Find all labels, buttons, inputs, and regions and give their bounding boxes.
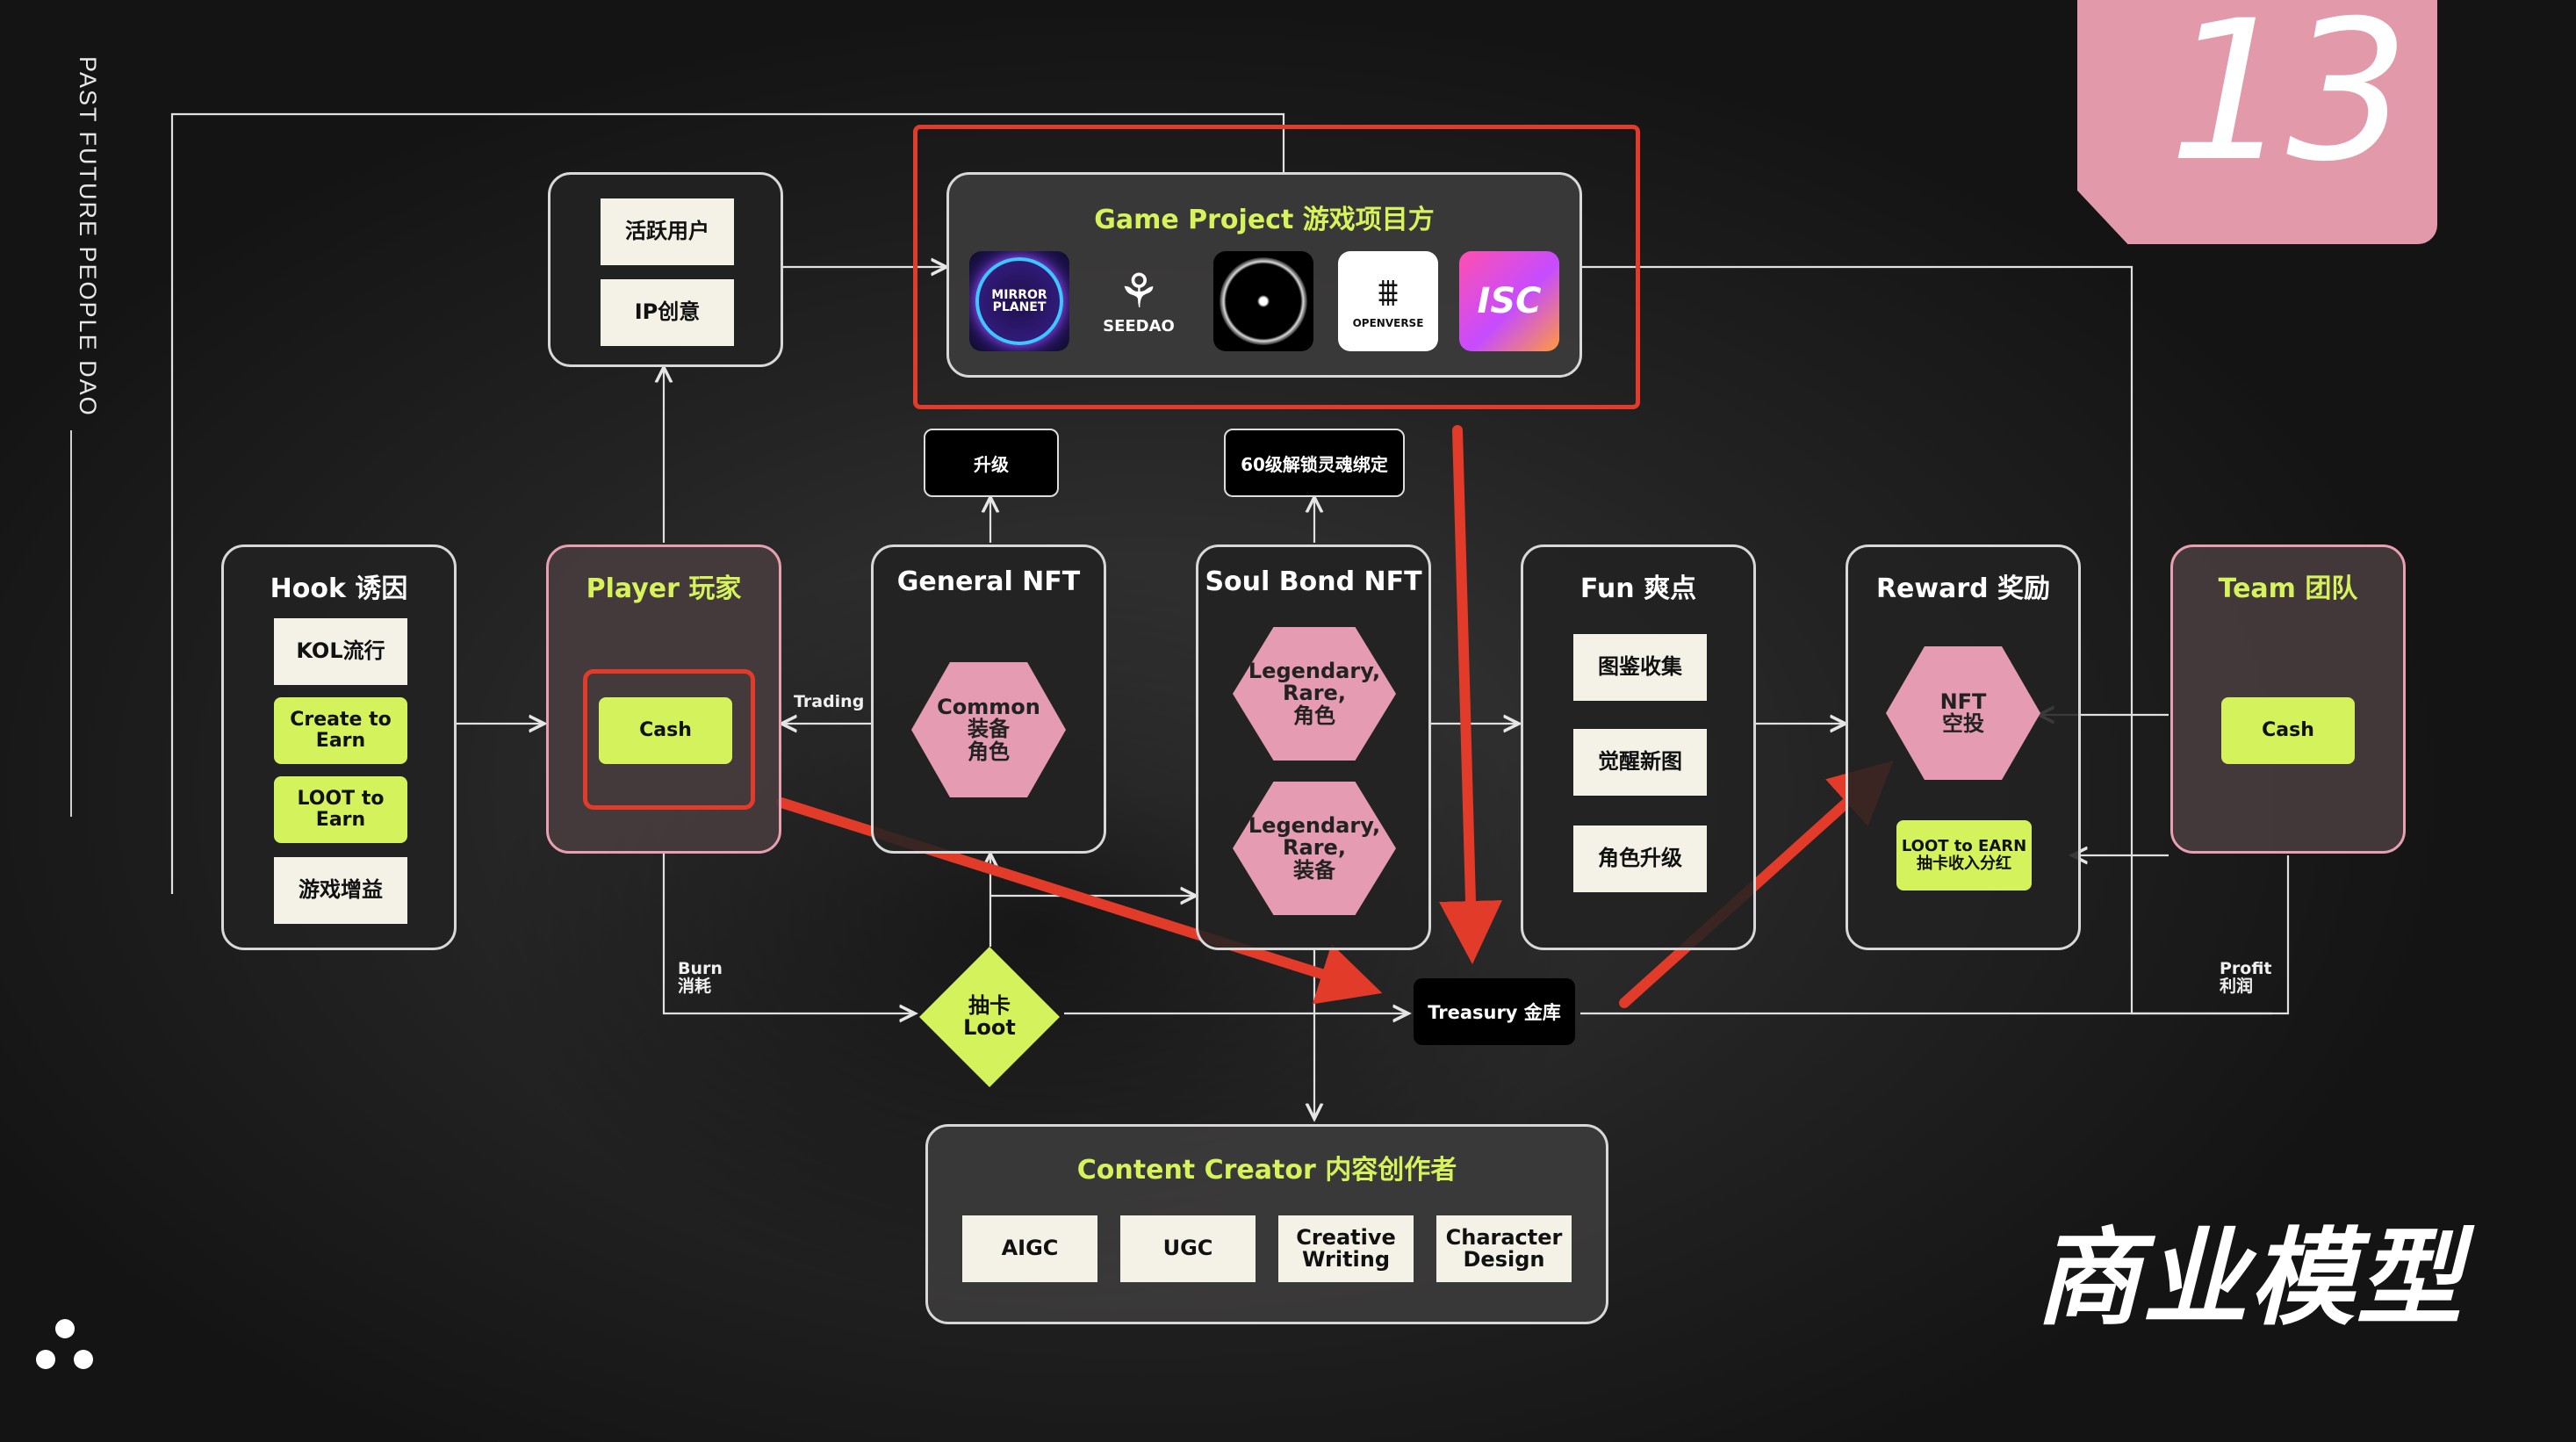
profit-label: Profit 利润: [2220, 959, 2272, 996]
content-creator-title: Content Creator 内容创作者: [1076, 1155, 1457, 1186]
treasury-box: Treasury 金库: [1414, 978, 1575, 1045]
mirror-planet-logo: MIRROR PLANET: [969, 251, 1069, 351]
mirror-planet-text: MIRROR PLANET: [991, 288, 1047, 314]
seedao-text: SEEDAO: [1103, 317, 1175, 335]
general-nft-title: General NFT: [896, 566, 1081, 597]
game-project-title: Game Project 游戏项目方: [1094, 205, 1435, 235]
creator-character-design: Character Design: [1436, 1215, 1572, 1282]
page-title: 商业模型: [2035, 1218, 2464, 1340]
ip-idea-box: IP创意: [601, 279, 734, 346]
game-project-highlight: [913, 125, 1640, 409]
hook-kol: KOL流行: [274, 618, 407, 685]
reward-loot-to-earn: LOOT to EARN 抽卡收入分红: [1896, 820, 2032, 890]
side-divider: [70, 430, 72, 817]
upgrade-box: 升级: [924, 429, 1059, 497]
common-hex: Common 装备 角色: [911, 662, 1066, 797]
team-title: Team 团队: [2218, 573, 2358, 604]
eclipse-logo: [1213, 251, 1313, 351]
player-title: Player 玩家: [586, 573, 742, 604]
page-number: 13: [2169, 0, 2409, 204]
player-cash-highlight: [583, 669, 755, 810]
seedao-logo: ⚘ SEEDAO: [1103, 263, 1175, 335]
active-users-box: 活跃用户: [601, 198, 734, 265]
fun-level-up: 角色升级: [1573, 826, 1707, 892]
trading-label: Trading: [794, 692, 865, 711]
hook-game-buff: 游戏增益: [274, 857, 407, 924]
openverse-text: OPENVERSE: [1352, 317, 1424, 329]
team-cash: Cash: [2221, 697, 2355, 764]
fun-title: Fun 爽点: [1579, 573, 1697, 604]
side-label: PAST FUTURE PEOPLE DAO: [75, 56, 101, 417]
hook-loot-to-earn: LOOT to Earn: [274, 776, 407, 843]
fun-awaken: 觉醒新图: [1573, 729, 1707, 796]
page-number-badge: [2077, 0, 2437, 244]
creator-ugc: UGC: [1120, 1215, 1256, 1282]
hook-create-to-earn: Create to Earn: [274, 697, 407, 764]
creator-aigc: AIGC: [962, 1215, 1097, 1282]
soul-bind-box: 60级解锁灵魂绑定: [1224, 429, 1405, 497]
isc-logo: ISC: [1459, 251, 1559, 351]
openverse-logo: ⩩ OPENVERSE: [1338, 251, 1438, 351]
hook-title: Hook 诱因: [270, 573, 408, 604]
isc-text: ISC: [1477, 281, 1542, 321]
fun-collection: 图鉴收集: [1573, 634, 1707, 701]
player-cash: Cash: [599, 697, 732, 764]
reward-title: Reward 奖励: [1875, 573, 2051, 604]
soul-bond-nft-title: Soul Bond NFT: [1205, 566, 1422, 597]
creator-creative-writing: Creative Writing: [1278, 1215, 1414, 1282]
burn-label: Burn 消耗: [678, 959, 723, 996]
